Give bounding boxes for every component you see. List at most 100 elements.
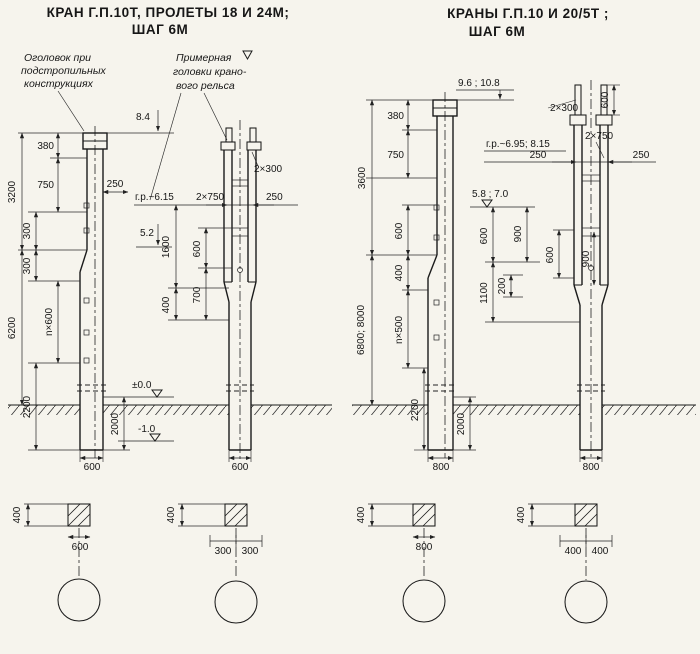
dim-250b: 250	[266, 192, 283, 203]
dim-2200: 2200	[410, 398, 421, 421]
dim-750: 750	[387, 150, 404, 161]
dim-6200: 6200	[7, 316, 18, 339]
pile-circle	[402, 579, 446, 623]
section-2: 400 400 400	[516, 503, 613, 624]
dim-base2: 800	[583, 462, 600, 473]
dim-380: 380	[387, 111, 404, 122]
section-1: 400 800	[356, 503, 446, 623]
dim-2x300: 2×300	[254, 164, 283, 175]
dim-600-stub: 600	[600, 91, 611, 108]
dim-300b: 300	[22, 257, 33, 274]
sec1-height: 400	[356, 506, 367, 523]
right-title-line1: КРАНЫ Г.П.10 И 20/5Т ;	[447, 6, 609, 21]
dim-300a: 300	[22, 222, 33, 239]
dim-2200: 2200	[22, 395, 33, 418]
dim-base1: 800	[433, 462, 450, 473]
elev-8-4: 8.4	[136, 112, 150, 123]
left-title-line2: ШАГ 6М	[132, 22, 188, 37]
dim-2x750: 2×750	[196, 192, 225, 203]
dim-400: 400	[161, 296, 172, 313]
dim-2x750: 2×750	[585, 131, 614, 142]
right-column-crane	[569, 80, 613, 460]
left-ground	[8, 404, 332, 415]
left-title-line1: КРАН Г.П.10Т, ПРОЛЕТЫ 18 И 24М;	[47, 5, 290, 20]
right-column-outer	[425, 92, 458, 458]
pile-circle	[564, 580, 608, 624]
dim-250a: 250	[530, 150, 547, 161]
pile-circle	[57, 578, 101, 622]
right-diagram: КРАНЫ Г.П.10 И 20/5Т ; ШАГ 6М	[352, 6, 696, 624]
sec2-height: 400	[516, 506, 527, 523]
note-head-line1: Оголовок при	[24, 52, 91, 64]
dim-600c: 600	[545, 246, 556, 263]
sec2-width2: 300	[242, 546, 259, 557]
dim-600b: 600	[479, 227, 490, 244]
dim-1100: 1100	[479, 282, 490, 304]
leader-line	[149, 92, 182, 201]
note-rail-line3: вого рельса	[176, 80, 235, 92]
right-ground	[352, 404, 696, 415]
embed-marks	[83, 202, 90, 364]
dim-2000: 2000	[456, 412, 467, 435]
right-titles: КРАНЫ Г.П.10 И 20/5Т ; ШАГ 6М	[447, 6, 609, 39]
left-titles: КРАН Г.П.10Т, ПРОЛЕТЫ 18 И 24М; ШАГ 6М	[47, 5, 290, 37]
sec2-width1: 400	[565, 546, 582, 557]
dim-6800-8000: 6800; 8000	[356, 305, 367, 355]
dim-base2: 600	[232, 462, 249, 473]
elev-top: 9.6 ; 10.8	[458, 78, 500, 89]
left-column-outer	[77, 126, 108, 458]
section-2: 400 300 300	[166, 503, 263, 624]
sec2-width2: 400	[592, 546, 609, 557]
pile-circle	[214, 580, 258, 624]
dim-600a: 600	[394, 222, 405, 239]
rail-level-label: г.р.~6.95; 8.15	[486, 139, 550, 150]
dim-2x300: 2×300	[550, 103, 579, 114]
elev-5-2: 5.2	[140, 228, 154, 239]
sec2-height: 400	[166, 506, 177, 523]
left-sections: 400 600 400	[12, 503, 263, 624]
section-1: 400 600	[12, 503, 101, 622]
note-rail-line1: Примерная	[176, 52, 232, 64]
note-rail-line2: головки крано-	[173, 66, 247, 78]
dim-n500: n×500	[394, 316, 405, 345]
dim-400: 400	[394, 264, 405, 281]
crane-rail-stub	[249, 127, 257, 143]
dim-250a: 250	[107, 179, 124, 190]
sec2-width1: 300	[215, 546, 232, 557]
dim-380: 380	[37, 141, 54, 152]
leader-line	[57, 90, 85, 132]
note-head-line3: конструкциях	[24, 78, 94, 90]
right-dimensions: 3600 6800; 8000 380 750 600 400 n×500 22…	[356, 78, 656, 473]
dim-2000: 2000	[110, 412, 121, 435]
left-diagram: КРАН Г.П.10Т, ПРОЛЕТЫ 18 И 24М; ШАГ 6М О…	[7, 5, 332, 624]
sec1-height: 400	[12, 506, 23, 523]
dim-900b: 900	[581, 250, 592, 267]
zero-level: ±0.0	[132, 380, 152, 391]
dim-base1: 600	[84, 462, 101, 473]
rail-level-label: г.р.~6.15	[135, 192, 174, 203]
dim-900a: 900	[513, 225, 524, 242]
dim-n600: n×600	[44, 308, 55, 337]
dim-700: 700	[192, 286, 203, 303]
dim-250b: 250	[633, 150, 650, 161]
dim-3600: 3600	[357, 166, 368, 189]
minus-level: -1.0	[138, 424, 156, 435]
sec1-width: 600	[72, 542, 89, 553]
note-head-line2: подстропильных	[21, 65, 107, 77]
left-annotations: Оголовок при подстропильных конструкциях…	[21, 50, 253, 201]
dim-750: 750	[37, 180, 54, 191]
level-mark-icon	[151, 389, 163, 398]
right-title-line2: ШАГ 6М	[469, 24, 525, 39]
dim-3200: 3200	[7, 180, 18, 203]
level-mark-icon	[149, 433, 161, 442]
dim-200: 200	[497, 277, 508, 294]
elev-rail: 5.8 ; 7.0	[472, 189, 509, 200]
leader-line	[203, 92, 228, 141]
level-mark-icon	[481, 199, 493, 208]
left-dimensions: 3200 6200 300 300 2200 380 750 n×600 200…	[7, 110, 298, 473]
right-sections: 400 800 400	[356, 503, 613, 624]
dim-600a: 600	[192, 240, 203, 257]
level-mark-icon	[242, 50, 253, 61]
